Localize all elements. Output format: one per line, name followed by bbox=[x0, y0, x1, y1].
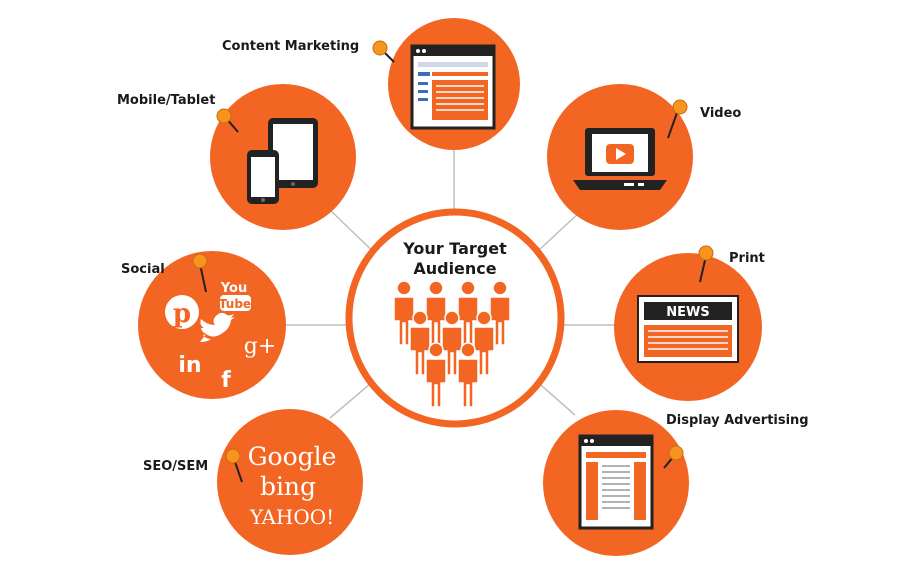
bing-logo: bing bbox=[260, 472, 316, 501]
video-node bbox=[547, 84, 693, 230]
pin-icon bbox=[225, 448, 243, 483]
center-title-line1: Your Target bbox=[402, 239, 507, 258]
display-advertising-node bbox=[543, 410, 689, 556]
pin-icon bbox=[216, 108, 239, 133]
pinterest-icon: p bbox=[165, 295, 199, 329]
label-social: Social bbox=[121, 262, 165, 277]
pin-icon bbox=[698, 245, 714, 283]
pin-icon bbox=[372, 40, 395, 63]
pin-icon bbox=[667, 99, 688, 139]
twitter-icon bbox=[200, 312, 235, 342]
newspaper-icon: NEWS bbox=[637, 295, 739, 363]
print-node: NEWS bbox=[614, 245, 762, 401]
laptop-video-icon bbox=[573, 128, 667, 190]
center-circle: Your Target Audience bbox=[345, 208, 565, 428]
svg-text:p: p bbox=[173, 299, 191, 329]
label-display-advertising: Display Advertising bbox=[666, 413, 809, 428]
google-plus-icon: g+ bbox=[244, 334, 277, 359]
youtube-icon-bottom: Tube bbox=[219, 297, 251, 311]
google-logo: Google bbox=[248, 442, 337, 471]
social-node: p You Tube g+ in f bbox=[138, 251, 286, 399]
webpage-ad-icon bbox=[578, 434, 654, 530]
person-icon bbox=[425, 342, 447, 408]
mobile-tablet-node bbox=[210, 84, 356, 230]
pin-icon bbox=[663, 445, 684, 469]
label-mobile-tablet: Mobile/Tablet bbox=[117, 93, 216, 108]
person-icon bbox=[457, 342, 479, 408]
youtube-icon-box bbox=[220, 295, 251, 311]
label-print: Print bbox=[729, 251, 765, 266]
tablet-icon bbox=[268, 118, 318, 188]
phone-icon bbox=[247, 150, 279, 204]
yahoo-logo: YAHOO! bbox=[249, 505, 334, 529]
person-icon bbox=[489, 280, 511, 346]
person-icon bbox=[393, 280, 415, 346]
seo-sem-node: Google bing YAHOO! bbox=[217, 409, 363, 555]
content-marketing-node bbox=[372, 18, 520, 150]
center-title-line2: Audience bbox=[413, 259, 496, 278]
pin-icon bbox=[192, 253, 208, 293]
youtube-icon-top: You bbox=[220, 281, 247, 296]
facebook-icon: f bbox=[221, 368, 231, 393]
webpage-icon bbox=[410, 44, 496, 130]
audience-people-icon bbox=[393, 280, 511, 408]
label-seo-sem: SEO/SEM bbox=[143, 459, 209, 474]
label-video: Video bbox=[700, 106, 742, 121]
linkedin-icon: in bbox=[178, 353, 201, 378]
label-content-marketing: Content Marketing bbox=[222, 39, 360, 54]
news-badge: NEWS bbox=[666, 305, 709, 320]
person-icon bbox=[473, 310, 495, 376]
